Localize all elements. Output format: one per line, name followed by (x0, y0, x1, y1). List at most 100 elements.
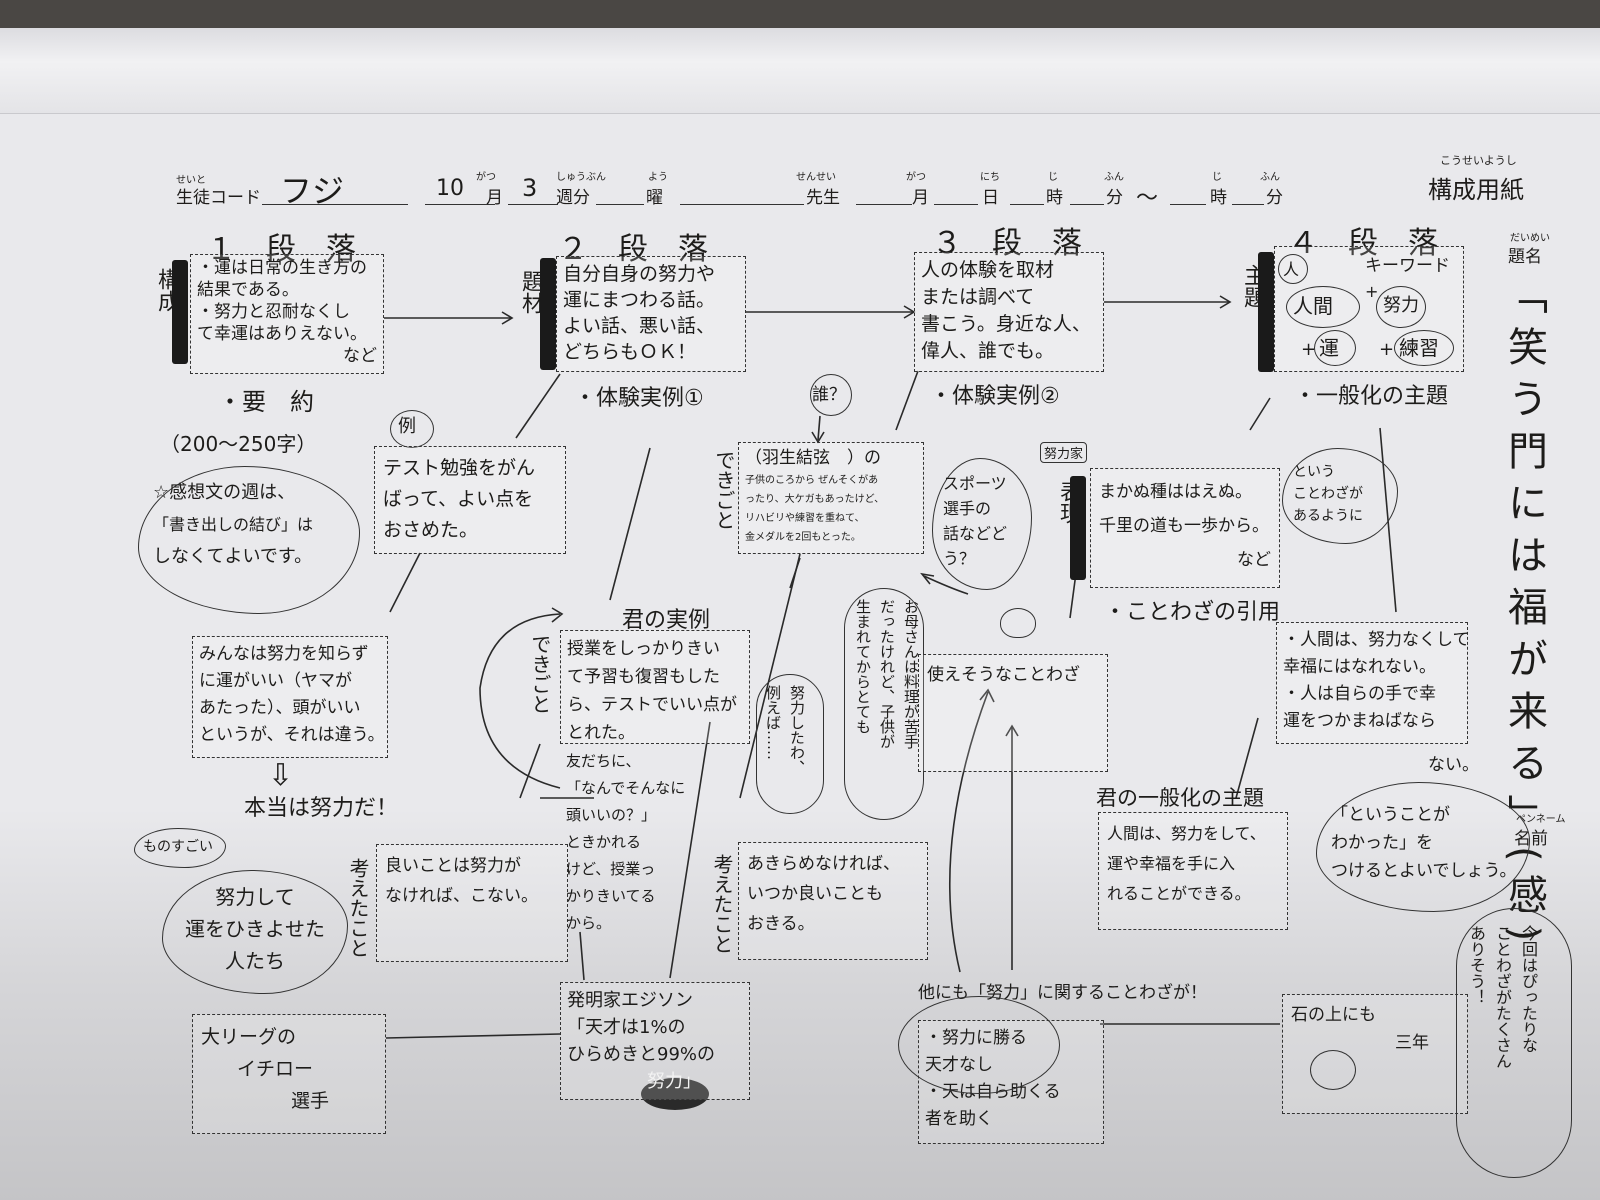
mother-line: だったけれど、子供が (878, 599, 896, 749)
who-tag-circle (810, 374, 852, 416)
friends-line: 頭いいの？」 (566, 806, 657, 824)
stone-line: 石の上にも (1291, 1005, 1376, 1025)
ruby-nichi: にち (980, 172, 1000, 183)
general-line-tail: ない。 (1428, 755, 1479, 775)
paragraph-2-caption: ・体験実例① (574, 386, 704, 411)
effort-line: 努力したわ、 (788, 685, 806, 775)
understood-line: わかった」を (1331, 833, 1433, 853)
friends-line: 「なんでそんなに (566, 779, 686, 797)
class-box: 授業をしっかりきい て予習も復習もした ら、テストでいい点が とれた。 (560, 630, 750, 744)
like-line: あるように (1293, 508, 1363, 524)
paragraph-2-line: 運にまつわる話。 (563, 289, 716, 311)
date-day-line (934, 204, 978, 205)
month-line (425, 204, 495, 205)
usable-line: 使えそうなことわざ (927, 665, 1080, 685)
friends-line: ときかれる (566, 833, 642, 851)
example-box: テスト勉強をがん ばって、よい点を おさめた。 (374, 446, 566, 554)
class-line: ら、テストでいい点が (567, 695, 737, 715)
people-line: 運をひきよせた (185, 917, 325, 941)
stone-line: 三年 (1395, 1033, 1429, 1053)
paragraph-2-line: 自分自身の努力や (563, 263, 716, 285)
mother-note-bubble: お母さんは料理が苦手 だったけれど、子供が 生まれてからとても (844, 588, 924, 820)
sports-line: 選手の (943, 499, 992, 518)
penname-ruby: ペンネーム (1516, 814, 1566, 825)
your-general-line: 人間は、努力をして、 (1107, 824, 1266, 843)
many-line: ことわざがたくさん (1493, 925, 1512, 1069)
week-label: 週分 (556, 188, 590, 208)
understood-line: つけるとよいでしょう。 (1331, 861, 1517, 881)
general-line: 幸福にはなれない。 (1283, 657, 1436, 677)
ruby-ji2: じ (1212, 172, 1222, 183)
class-line: 授業をしっかりきい (567, 639, 720, 659)
student-code-label: 生徒コード (176, 188, 261, 208)
paragraph-1-marker (172, 260, 188, 364)
your-example-label: 君の実例 (622, 608, 711, 633)
ruby-you: よう (648, 172, 668, 183)
student-code-line (262, 204, 408, 205)
mistake-line: あたった）、頭がいい (199, 698, 361, 718)
hanyu-line: リハビリや練習を重ねて、 (745, 513, 865, 524)
paragraph-3-line: または調べて (921, 286, 1035, 308)
paper-fold (0, 28, 1600, 114)
class-line: て予習も復習もした (567, 667, 720, 687)
impression-line: しなくてよいです。 (153, 546, 313, 567)
hanyu-line: （羽生結弦 ）の (745, 448, 881, 468)
friends-note: 友だちに、 「なんでそんなに 頭いいの？」 ときかれる けど、授業っ かりきいて… (566, 748, 685, 937)
great-tag: ものすごい (134, 828, 226, 868)
proverb-box: まかぬ種ははえぬ。 千里の道も一歩から。 など (1090, 468, 1280, 588)
effort-line: 例えば…… (764, 685, 782, 760)
hanyu-line: ったり、大ケガもあったけど、 (745, 494, 885, 505)
keyword-circle (1394, 330, 1454, 366)
teacher-label: 先生 (806, 188, 840, 208)
ruby-ji: じ (1048, 172, 1058, 183)
paragraph-1-heading: １ 段 落 (206, 232, 356, 267)
edison-line: 「天才は1%の (567, 1017, 686, 1038)
paragraph-3-caption: ・体験実例② (930, 384, 1060, 409)
like-line: という (1293, 464, 1335, 480)
usable-box: 使えそうなことわざ (918, 654, 1108, 772)
people-line: 人たち (225, 949, 285, 973)
ruby-gatsu2: がつ (906, 172, 926, 183)
paragraph-1-box: ・運は日常の生き方の 結果である。 ・努力と忍耐なくし て幸運はありえない。 な… (190, 254, 384, 374)
impression-line: ☆感想文の週は、 (153, 482, 296, 503)
sheet-title: 構成用紙 (1428, 176, 1524, 204)
thoughts-label-1: 考えたこと (346, 858, 370, 958)
minute-label: 分 (1106, 188, 1123, 208)
cat-icon (1310, 1050, 1356, 1090)
keyword-plus: + (1365, 282, 1379, 301)
ruby-sensei: せんせい (796, 172, 836, 183)
many-note: 今回はぴったりな ことわざがたくさん ありそう！ (1463, 925, 1541, 1161)
student-code-value: フジ (280, 172, 345, 210)
your-general-line: れることができる。 (1107, 884, 1251, 903)
keyword-circle (1278, 254, 1308, 284)
like-bubble: という ことわざが あるように (1282, 448, 1398, 544)
sports-line: う？ (943, 549, 976, 568)
paragraph-1-caption: ・要 約 (218, 388, 314, 416)
hard-worker-tag: 努力家 (1040, 442, 1088, 463)
month-label: 月 (486, 188, 503, 208)
paragraph-4-marker (1258, 252, 1274, 372)
paragraph-1-line: て幸運はありえない。 (197, 324, 367, 344)
example-tag-circle (390, 410, 434, 448)
giveup-box: あきらめなければ、 いつか良いことも おきる。 (738, 842, 928, 960)
hanyu-box: （羽生結弦 ）の 子供のころから ぜんそくがあ ったり、大ケガもあったけど、 リ… (738, 442, 924, 554)
ruby-fun2: ふん (1260, 172, 1280, 183)
thoughts-box-1: 良いことは努力が なければ、こない。 (376, 844, 568, 962)
month-value: 10 (436, 176, 464, 201)
edison-box: 発明家エジソン 「天才は1%の ひらめきと99%の 努力」 (560, 982, 750, 1100)
hour2-label: 時 (1210, 188, 1227, 208)
ichiro-line: 大リーグの (201, 1026, 297, 1048)
teacher-line (680, 204, 804, 205)
edison-line: 努力」 (647, 1071, 701, 1092)
general-line: ・人は自らの手で幸 (1283, 684, 1436, 704)
sports-line: 話などど (943, 524, 1008, 543)
title-label: 題名 (1508, 247, 1542, 267)
proverb-marker (1070, 476, 1086, 580)
paragraph-4-caption: ・一般化の主題 (1294, 384, 1449, 409)
understood-line: 「ということが (1331, 805, 1450, 825)
paragraph-3-line: 人の体験を取材 (921, 259, 1055, 281)
hanyu-line: 金メダルを2回もとった。 (745, 532, 861, 543)
paragraph-1-line: ・運は日常の生き方の (197, 258, 367, 278)
general-line: ・人間は、努力なくして (1283, 630, 1470, 650)
keyword-plus: + (1379, 339, 1395, 360)
